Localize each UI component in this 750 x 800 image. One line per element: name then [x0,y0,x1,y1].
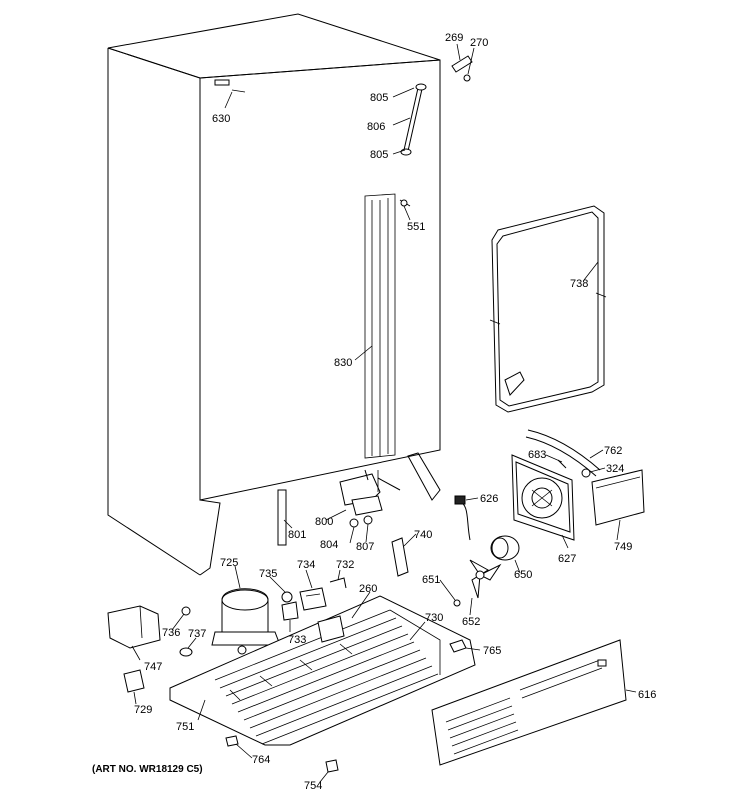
bracket-260 [317,615,345,643]
pin-269-270 [451,55,473,82]
cover-749 [591,469,645,526]
callout-734: 734 [297,559,315,571]
bracket-747 [107,605,161,649]
callout-747: 747 [144,661,162,673]
fan-shroud-627 [511,454,575,541]
relay-733 [281,601,299,621]
callout-626: 626 [480,493,498,505]
callout-269: 269 [445,32,463,44]
tube-801 [277,489,287,546]
screw-683 [557,459,567,469]
callout-683: 683 [528,449,546,461]
callout-735: 735 [259,568,277,580]
fan-motor-650 [490,535,520,561]
condenser-gasket-738 [489,205,607,413]
callout-652: 652 [462,616,480,628]
refrigerator-cabinet [107,13,441,576]
callout-764: 764 [252,754,270,766]
art-number: (ART NO. WR18129 C5) [92,764,203,775]
base-pan-751 [169,595,476,746]
nut-807 [363,515,373,525]
leader-lines [131,43,637,783]
callout-754: 754 [304,780,322,792]
callout-738: 738 [570,278,588,290]
callout-729: 729 [134,704,152,716]
callout-733: 733 [288,634,306,646]
callout-551: 551 [407,221,425,233]
condenser-coil-730 [214,609,441,745]
callout-732: 732 [336,559,354,571]
overload-734 [299,587,327,611]
callout-627: 627 [558,553,576,565]
callout-324: 324 [606,463,624,475]
clip-732 [329,577,347,589]
screw-764 [225,735,239,747]
fan-blade-652 [469,559,502,599]
grommet-737 [179,647,193,657]
screw-551 [399,199,411,207]
clip-754 [325,759,339,773]
callout-749: 749 [614,541,632,553]
callout-651: 651 [422,574,440,586]
callout-725: 725 [220,557,238,569]
callout-801: 801 [288,529,306,541]
callout-807: 807 [356,541,374,553]
callout-630: 630 [212,113,230,125]
grille-616 [431,639,627,766]
callout-805-top: 805 [370,92,388,104]
water-valve-800 [339,469,401,516]
wire-harness-626 [454,495,471,541]
callout-270: 270 [470,37,488,49]
callout-800: 800 [315,516,333,528]
callout-616: 616 [638,689,656,701]
grommet-736 [181,606,191,616]
callout-804: 804 [320,539,338,551]
washer-651 [453,599,461,607]
callout-730: 730 [425,612,443,624]
capacitor-729 [123,669,145,693]
callout-830: 830 [334,357,352,369]
callout-737: 737 [188,628,206,640]
callout-736: 736 [162,627,180,639]
callout-650: 650 [514,569,532,581]
water-tube-806 [400,83,427,156]
callout-805-bottom: 805 [370,149,388,161]
clip-324 [581,468,591,478]
callout-labels: 269 270 630 805 806 805 551 738 830 762 … [134,32,656,792]
grommet-735 [281,591,293,603]
callout-762: 762 [604,445,622,457]
callout-751: 751 [176,721,194,733]
callout-765: 765 [483,645,501,657]
nut-804 [349,518,359,528]
callout-740: 740 [414,529,432,541]
bracket-740 [391,537,409,577]
callout-260: 260 [359,583,377,595]
callout-806: 806 [367,121,385,133]
